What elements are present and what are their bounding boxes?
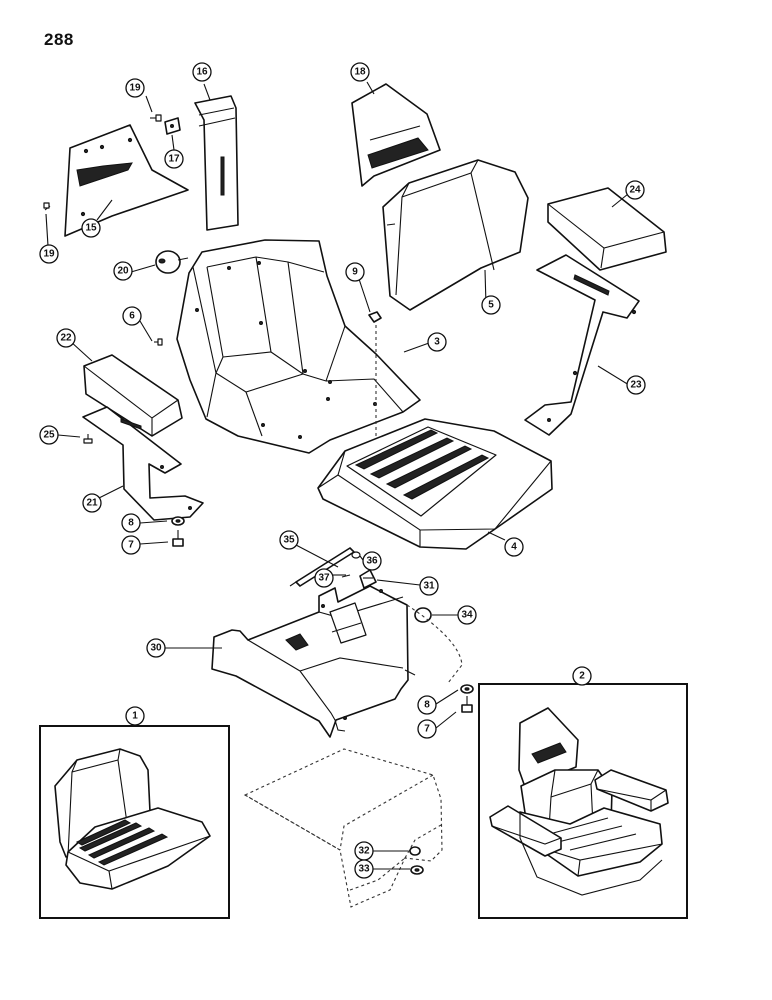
part-9-nut xyxy=(368,311,382,323)
callout-2: 2 xyxy=(572,666,592,686)
svg-text:8: 8 xyxy=(424,700,430,711)
inset-1-seat-assembly xyxy=(39,725,230,919)
page-number: 288 xyxy=(44,30,74,49)
svg-text:35: 35 xyxy=(283,535,295,546)
svg-text:25: 25 xyxy=(43,430,55,441)
inset-2-seat-assembly xyxy=(478,683,688,919)
svg-text:19: 19 xyxy=(129,83,141,94)
part-22-left-armrest-pad xyxy=(83,354,183,437)
svg-text:3: 3 xyxy=(434,337,440,348)
part-17-clip xyxy=(164,117,181,135)
part-25-screw xyxy=(83,434,93,444)
svg-text:21: 21 xyxy=(86,498,98,509)
svg-text:7: 7 xyxy=(128,540,134,551)
svg-text:24: 24 xyxy=(629,185,641,196)
part-7-bolt-right xyxy=(461,696,473,713)
part-36-washer xyxy=(351,551,361,559)
callout-15: 15 xyxy=(81,218,101,238)
part-15-left-panel xyxy=(64,124,189,237)
part-19-bolt-upper xyxy=(150,114,162,122)
part-7-bolt-left xyxy=(172,530,184,547)
svg-text:34: 34 xyxy=(461,610,473,621)
callout-37: 37 xyxy=(314,568,334,588)
callout-3: 3 xyxy=(427,332,447,352)
callout-21: 21 xyxy=(82,493,102,513)
svg-text:23: 23 xyxy=(630,380,642,391)
callout-35: 35 xyxy=(279,530,299,550)
callout-24: 24 xyxy=(625,180,645,200)
callout-30: 30 xyxy=(146,638,166,658)
callout-25: 25 xyxy=(39,425,59,445)
svg-text:5: 5 xyxy=(488,300,494,311)
svg-text:20: 20 xyxy=(117,266,129,277)
part-6-screw xyxy=(154,338,163,346)
part-33-washer xyxy=(410,865,424,875)
part-37-clip xyxy=(341,574,351,578)
part-31-spring xyxy=(359,569,377,589)
svg-text:19: 19 xyxy=(43,249,55,260)
callout-8-right: 8 xyxy=(417,695,437,715)
part-5-back-cushion xyxy=(382,159,529,311)
part-19-bolt-lower xyxy=(43,202,51,211)
part-21-left-armrest-bracket xyxy=(82,406,204,521)
callout-17: 17 xyxy=(164,149,184,169)
svg-text:33: 33 xyxy=(358,864,370,875)
callout-23: 23 xyxy=(626,375,646,395)
part-18-headrest-panel xyxy=(351,83,441,187)
svg-text:17: 17 xyxy=(168,154,180,165)
callout-33: 33 xyxy=(354,859,374,879)
svg-text:30: 30 xyxy=(150,643,162,654)
part-30-seat-frame xyxy=(211,585,463,738)
part-32-nut xyxy=(409,846,421,856)
svg-text:32: 32 xyxy=(358,846,370,857)
svg-text:18: 18 xyxy=(354,67,366,78)
svg-text:37: 37 xyxy=(318,573,330,584)
part-3-seat-pan xyxy=(176,239,421,454)
callout-16: 16 xyxy=(192,62,212,82)
svg-text:7: 7 xyxy=(424,724,430,735)
callout-20: 20 xyxy=(113,261,133,281)
svg-text:8: 8 xyxy=(128,518,134,529)
part-8-washer-right xyxy=(460,684,474,694)
svg-text:2: 2 xyxy=(579,671,585,682)
callout-7-left: 7 xyxy=(121,535,141,555)
leader-lines xyxy=(45,81,630,870)
svg-text:9: 9 xyxy=(352,267,358,278)
part-8-washer-left xyxy=(171,516,185,526)
callout-9: 9 xyxy=(345,262,365,282)
callout-31: 31 xyxy=(419,576,439,596)
callout-22: 22 xyxy=(56,328,76,348)
part-4-seat-cushion xyxy=(317,418,553,550)
part-34-bushing xyxy=(414,607,432,623)
svg-text:22: 22 xyxy=(60,333,72,344)
callout-32: 32 xyxy=(354,841,374,861)
svg-text:36: 36 xyxy=(366,556,378,567)
callout-7-right: 7 xyxy=(417,719,437,739)
callout-18: 18 xyxy=(350,62,370,82)
seat-mount-phantom-outline xyxy=(243,748,443,908)
callout-5: 5 xyxy=(481,295,501,315)
part-20-knob xyxy=(155,250,189,274)
svg-text:4: 4 xyxy=(511,542,517,553)
svg-text:31: 31 xyxy=(423,581,435,592)
svg-text:16: 16 xyxy=(196,67,208,78)
part-24-right-armrest-pad xyxy=(547,187,667,271)
svg-text:6: 6 xyxy=(129,311,135,322)
part-16-slide-plate xyxy=(194,95,239,231)
callout-34: 34 xyxy=(457,605,477,625)
callout-19-upper: 19 xyxy=(125,78,145,98)
callout-19-lower: 19 xyxy=(39,244,59,264)
part-23-right-armrest-bracket xyxy=(524,254,640,436)
callout-1: 1 xyxy=(125,706,145,726)
callout-6: 6 xyxy=(122,306,142,326)
callout-36: 36 xyxy=(362,551,382,571)
callout-4: 4 xyxy=(504,537,524,557)
svg-text:15: 15 xyxy=(85,223,97,234)
callout-8-left: 8 xyxy=(121,513,141,533)
svg-text:1: 1 xyxy=(132,711,138,722)
